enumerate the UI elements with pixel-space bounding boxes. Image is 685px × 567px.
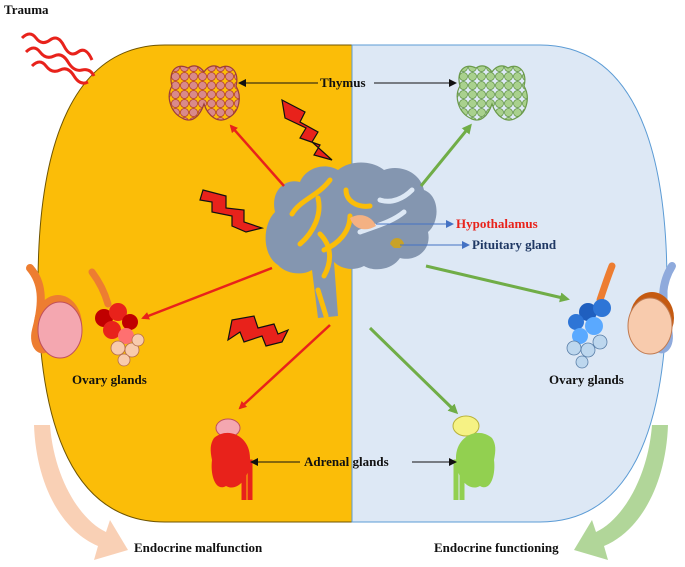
ovary-left-gland-icon: [88, 268, 145, 367]
arrow-to-thymus-left: [229, 124, 285, 187]
ovary-left-icon: [26, 264, 83, 359]
trauma-label: Trauma: [4, 2, 49, 17]
thymus-right-icon: [456, 65, 528, 121]
ovary-right-icon: [627, 262, 676, 355]
lightning-icon: [199, 189, 265, 233]
thymus-left-icon: [168, 65, 240, 121]
lightning-icon: [227, 315, 290, 347]
lightning-icon: [281, 98, 333, 161]
adrenal-label: Adrenal glands: [304, 454, 389, 469]
ovary-right-gland-icon: [566, 262, 616, 369]
trauma-icon: [20, 32, 96, 85]
ovary-right-label: Ovary glands: [549, 372, 624, 387]
arrow-to-adrenal-right: [368, 326, 459, 415]
malfunction-label: Endocrine malfunction: [134, 540, 263, 555]
adrenal-right-icon: [452, 415, 496, 500]
arrow-to-ovary-left: [141, 266, 273, 320]
functioning-curved-arrow: [574, 425, 668, 560]
malfunction-curved-arrow: [34, 425, 128, 560]
thymus-label: Thymus: [320, 75, 366, 90]
arrow-to-ovary-right: [425, 264, 570, 303]
hypothalamus-label: Hypothalamus: [456, 216, 538, 231]
functioning-label: Endocrine functioning: [434, 540, 559, 555]
ovary-left-label: Ovary glands: [72, 372, 147, 387]
arrow-to-thymus-right: [419, 123, 472, 187]
pituitary-label: Pituitary gland: [472, 237, 557, 252]
adrenal-left-icon: [210, 418, 253, 500]
arrow-to-adrenal-left: [238, 324, 331, 410]
brain-icon: [265, 162, 437, 319]
